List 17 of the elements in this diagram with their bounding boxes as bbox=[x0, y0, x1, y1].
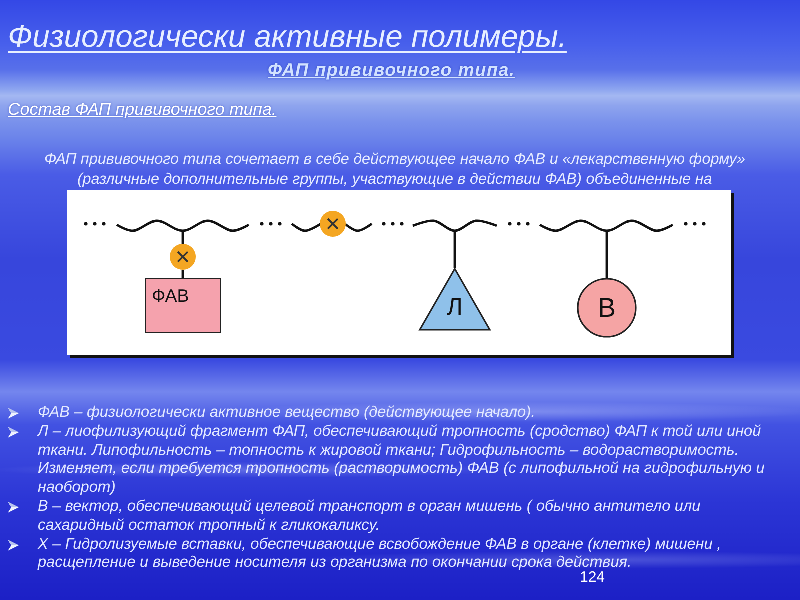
page-number: 124 bbox=[580, 569, 606, 586]
connector-line bbox=[454, 231, 456, 268]
slide-title: Физиологически активные полимеры. bbox=[8, 19, 567, 55]
circle-shape: В bbox=[577, 278, 637, 338]
intro-paragraph: ФАП прививочного типа сочетает в себе действующее начало ФАВ и «лекарственную форму» (различные дополнительные группы, участвующие в действии ФАВ) объединенные на bbox=[43, 150, 747, 190]
cross-circle-icon bbox=[170, 244, 196, 270]
slide-subtitle: ФАП прививочного типа. bbox=[268, 60, 516, 81]
triangle-shape: Л bbox=[419, 268, 491, 331]
cross-circle-icon bbox=[320, 211, 346, 237]
section-heading: Состав ФАП прививочного типа. bbox=[8, 100, 277, 120]
bullet-text: Л – лиофилизующий фрагмент ФАП, обеспечивающий тропность (сродство) ФАП к той или иной ткани. Липофильность – топность к жировой ткани; Гидрофильность – водорастворимость. Изменяет, если требуется тропность (растворимость) ФАВ (с липофильной на гидрофильную и наоборот) bbox=[38, 422, 766, 498]
connector-line bbox=[182, 231, 184, 244]
connector-line bbox=[606, 231, 608, 278]
bullet-text: ФАВ – физиологически активное вещество (действующее начало). bbox=[38, 404, 537, 423]
drug-box: ФАВ bbox=[145, 278, 221, 333]
bullet-text: В – вектор, обеспечивающий целевой транспорт в орган мишень ( обычно антитело или сахаридный остаток тропный к гликокаликсу. bbox=[38, 498, 702, 536]
bullet-text: Х – Гидролизуемые вставки, обеспечивающие всвобождение ФАВ в органе (клетке) мишени , расщепление и выведение носителя из организма по окончании срока действия. bbox=[38, 536, 722, 572]
